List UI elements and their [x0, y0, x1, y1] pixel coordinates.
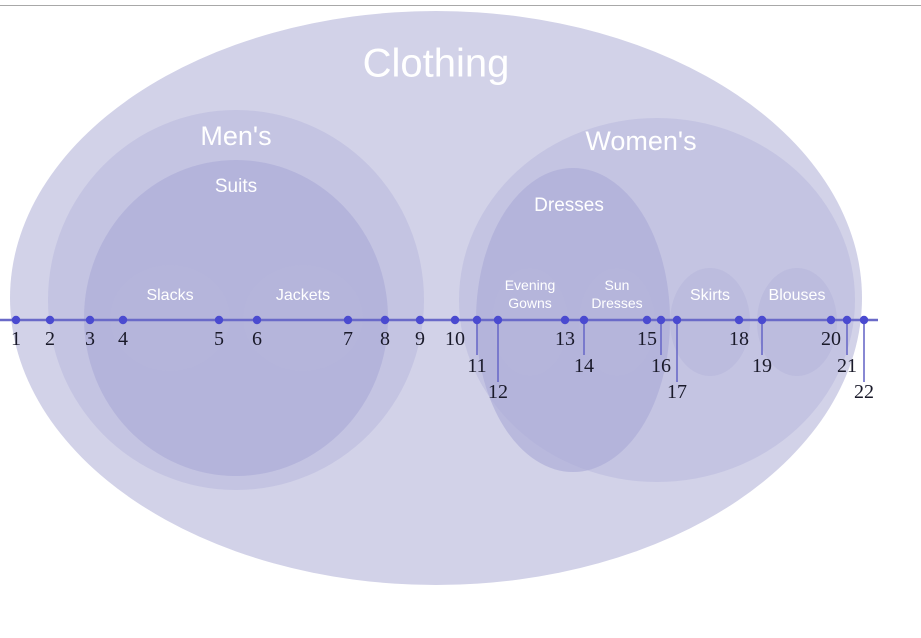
ellipse-label-blouses: Blouses	[769, 287, 826, 304]
ellipse-label-dresses: Dresses	[534, 195, 604, 216]
ellipse-blouses[interactable]	[757, 268, 837, 376]
tick-label-13: 13	[555, 328, 575, 350]
tick-label-16: 16	[651, 355, 671, 377]
tick-label-17: 17	[667, 381, 687, 403]
ellipse-sun-dresses[interactable]	[579, 268, 655, 376]
tick-label-12: 12	[488, 381, 508, 403]
tick-label-9: 9	[415, 328, 425, 350]
tick-label-19: 19	[752, 355, 772, 377]
tick-dot-21[interactable]	[842, 315, 852, 325]
tick-label-14: 14	[574, 355, 594, 377]
tick-label-5: 5	[214, 328, 224, 350]
tick-dot-5[interactable]	[214, 315, 224, 325]
tick-dot-11[interactable]	[472, 315, 482, 325]
ellipse-label-clothing: Clothing	[363, 42, 510, 86]
tick-label-4: 4	[118, 328, 128, 350]
tick-dot-12[interactable]	[493, 315, 503, 325]
tick-dot-14[interactable]	[579, 315, 589, 325]
tick-dot-15[interactable]	[642, 315, 652, 325]
ellipse-skirts[interactable]	[670, 268, 750, 376]
tick-dot-18[interactable]	[734, 315, 744, 325]
ellipse-label-suits: Suits	[215, 176, 257, 197]
tick-dot-19[interactable]	[757, 315, 767, 325]
ellipse-label-skirts: Skirts	[690, 287, 730, 304]
tick-dot-22[interactable]	[859, 315, 869, 325]
tick-dot-10[interactable]	[450, 315, 460, 325]
tick-label-2: 2	[45, 328, 55, 350]
tick-dot-13[interactable]	[560, 315, 570, 325]
ellipse-suits[interactable]	[84, 160, 388, 476]
tick-label-8: 8	[380, 328, 390, 350]
tick-label-21: 21	[837, 355, 857, 377]
ellipse-jackets[interactable]	[243, 265, 363, 371]
ellipse-evening-gowns[interactable]	[492, 268, 568, 376]
tick-label-22: 22	[854, 381, 874, 403]
ellipse-label-jackets: Jackets	[276, 287, 330, 304]
tick-label-15: 15	[637, 328, 657, 350]
tick-dot-16[interactable]	[656, 315, 666, 325]
top-divider-rule	[0, 5, 921, 6]
tick-dot-1[interactable]	[11, 315, 21, 325]
tick-label-7: 7	[343, 328, 353, 350]
ellipse-label-slacks: Slacks	[146, 287, 193, 304]
tick-dot-9[interactable]	[415, 315, 425, 325]
tick-dot-6[interactable]	[252, 315, 262, 325]
tick-dot-20[interactable]	[826, 315, 836, 325]
tick-label-1: 1	[11, 328, 21, 350]
tick-dot-3[interactable]	[85, 315, 95, 325]
tick-label-11: 11	[467, 355, 486, 377]
tick-label-18: 18	[729, 328, 749, 350]
ellipse-slacks[interactable]	[110, 265, 230, 371]
tick-dot-2[interactable]	[45, 315, 55, 325]
tick-dot-7[interactable]	[343, 315, 353, 325]
ellipse-label-mens: Men's	[200, 121, 271, 151]
tick-label-3: 3	[85, 328, 95, 350]
tick-dot-4[interactable]	[118, 315, 128, 325]
tick-dot-8[interactable]	[380, 315, 390, 325]
ellipse-layer	[10, 11, 862, 585]
tick-label-6: 6	[252, 328, 262, 350]
ellipse-label-womens: Women's	[585, 126, 696, 156]
tick-label-10: 10	[445, 328, 465, 350]
tick-dot-17[interactable]	[672, 315, 682, 325]
tick-label-20: 20	[821, 328, 841, 350]
